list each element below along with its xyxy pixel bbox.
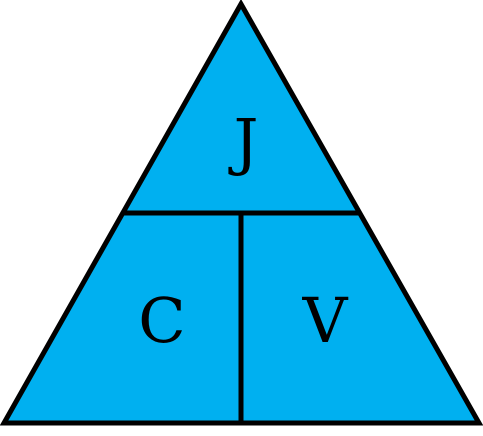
bottom-right-label: V: [302, 284, 349, 357]
top-label: J: [228, 105, 259, 178]
bottom-left-label: C: [138, 284, 185, 357]
